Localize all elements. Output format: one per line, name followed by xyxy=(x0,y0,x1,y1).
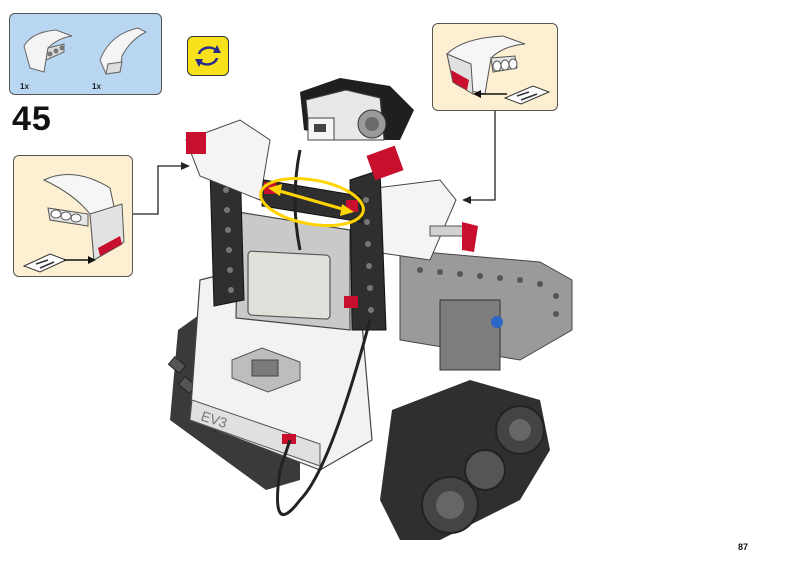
brick-label: EV3 xyxy=(199,408,229,431)
callout-right-panel xyxy=(432,23,558,111)
right-side-panel-assembly-icon xyxy=(446,35,551,105)
part-quantity-1: 1x xyxy=(20,82,29,91)
rotate-badge xyxy=(187,36,229,76)
left-side-panel-assembly-icon xyxy=(22,174,125,273)
panel-piece-right-icon xyxy=(99,27,148,75)
parts-list-panel: 1x 1x xyxy=(9,13,162,95)
step-number: 45 xyxy=(12,100,52,138)
rotate-model-icon xyxy=(195,45,221,67)
panel-piece-left-icon xyxy=(23,29,73,73)
part-quantity-2: 1x xyxy=(92,82,101,91)
page-number: 87 xyxy=(738,542,749,552)
callout-left-panel xyxy=(13,155,133,277)
